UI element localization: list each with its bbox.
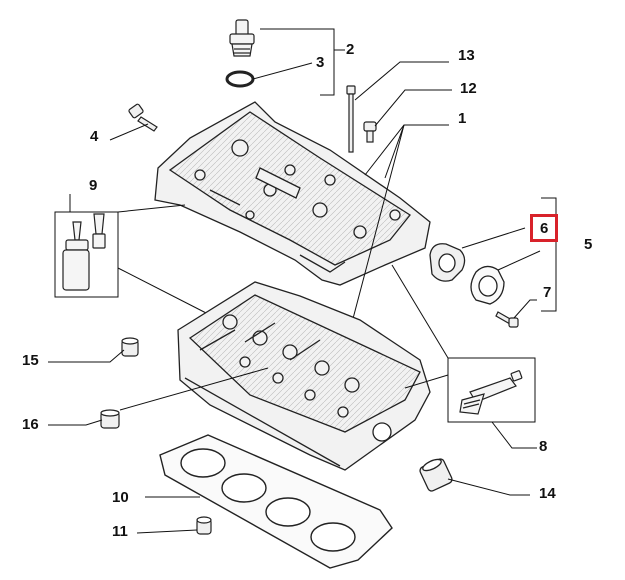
- sealant-kit-box: [54, 194, 211, 316]
- callout-5[interactable]: 5: [584, 236, 593, 253]
- callout-2[interactable]: 2: [346, 41, 355, 58]
- callout-4[interactable]: 4: [90, 128, 99, 145]
- callout-16[interactable]: 16: [22, 416, 39, 433]
- leader-line-1-b: [384, 124, 405, 179]
- plug-part-14[interactable]: [419, 457, 454, 492]
- cylinder-head-part[interactable]: [177, 281, 431, 471]
- short-bolt-part[interactable]: [363, 121, 377, 143]
- leader-line-7: [513, 299, 537, 319]
- dowel-part-11[interactable]: [196, 516, 212, 535]
- leader-line-3: [252, 62, 313, 80]
- leader-line-14: [447, 478, 530, 496]
- leader-line-4: [109, 123, 149, 141]
- camshaft-carrier-part[interactable]: [154, 101, 431, 286]
- long-stud-part[interactable]: [346, 85, 356, 153]
- callout-11[interactable]: 11: [112, 523, 128, 540]
- leader-line-1-c: [349, 124, 405, 331]
- bolt-part-4[interactable]: [128, 103, 158, 132]
- oring-seal-part[interactable]: [225, 70, 255, 88]
- callout-9[interactable]: 9: [89, 177, 98, 194]
- callout-12[interactable]: 12: [460, 80, 477, 97]
- plug-part-16[interactable]: [100, 409, 120, 429]
- sealant-tube-box: [391, 264, 537, 449]
- bracket-part-6: [541, 197, 557, 312]
- bracket-part-2: [260, 28, 345, 96]
- leader-line-5: [497, 250, 541, 271]
- callout-7[interactable]: 7: [543, 284, 552, 301]
- callout-10[interactable]: 10: [112, 489, 129, 506]
- callout-6-selected[interactable]: 6: [530, 214, 559, 242]
- callout-14[interactable]: 14: [539, 485, 556, 502]
- callout-15[interactable]: 15: [22, 352, 39, 369]
- oil-filler-cap-part[interactable]: [229, 19, 255, 57]
- bolt-part-7[interactable]: [495, 311, 519, 328]
- leader-line-11: [136, 529, 198, 534]
- leader-line-1: [364, 124, 449, 176]
- leader-line-16: [48, 419, 103, 426]
- leader-line-6: [461, 227, 526, 249]
- leader-line-15: [48, 349, 125, 363]
- leader-line-12: [374, 89, 452, 127]
- sealant-tube-part[interactable]: [459, 370, 523, 415]
- leader-line-head-left: [119, 367, 269, 411]
- flange-part[interactable]: [429, 243, 466, 282]
- callout-3[interactable]: 3: [316, 54, 325, 71]
- leader-line-13: [354, 61, 449, 101]
- flange-gasket-part[interactable]: [470, 265, 505, 305]
- head-gasket-part[interactable]: [159, 434, 393, 569]
- callout-1[interactable]: 1: [458, 110, 467, 127]
- callout-13[interactable]: 13: [458, 47, 475, 64]
- bushing-part-15[interactable]: [121, 337, 139, 357]
- callout-8[interactable]: 8: [539, 438, 548, 455]
- sealant-bottle-part[interactable]: [62, 213, 106, 291]
